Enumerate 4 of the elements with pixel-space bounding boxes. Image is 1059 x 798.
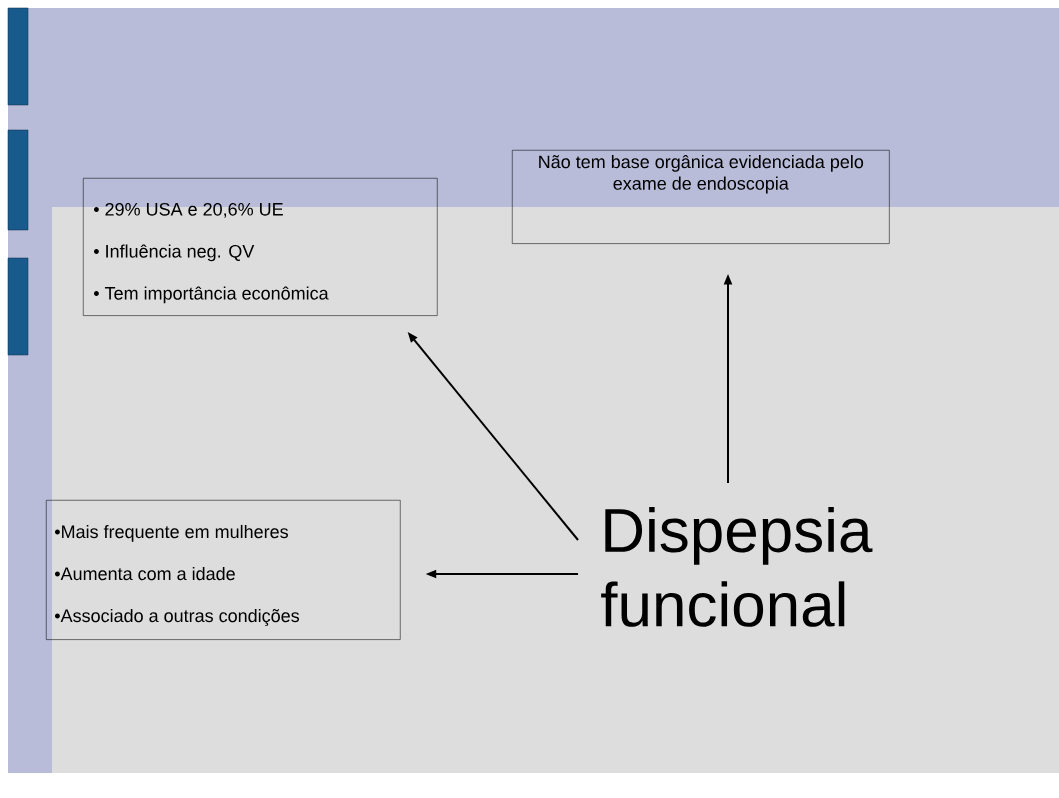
text-box: • 29% USA e 20,6% UE • Influência neg. QV • Tem importância econômica [83, 178, 438, 316]
text-box: •Mais frequente em mulheres •Aumenta com a idade •Associado a outras condições [46, 500, 401, 640]
text-box: Não tem base orgânica evidenciada pelo exame de endoscopia [512, 150, 890, 244]
title-text: Dispepsia funcional [601, 506, 873, 627]
